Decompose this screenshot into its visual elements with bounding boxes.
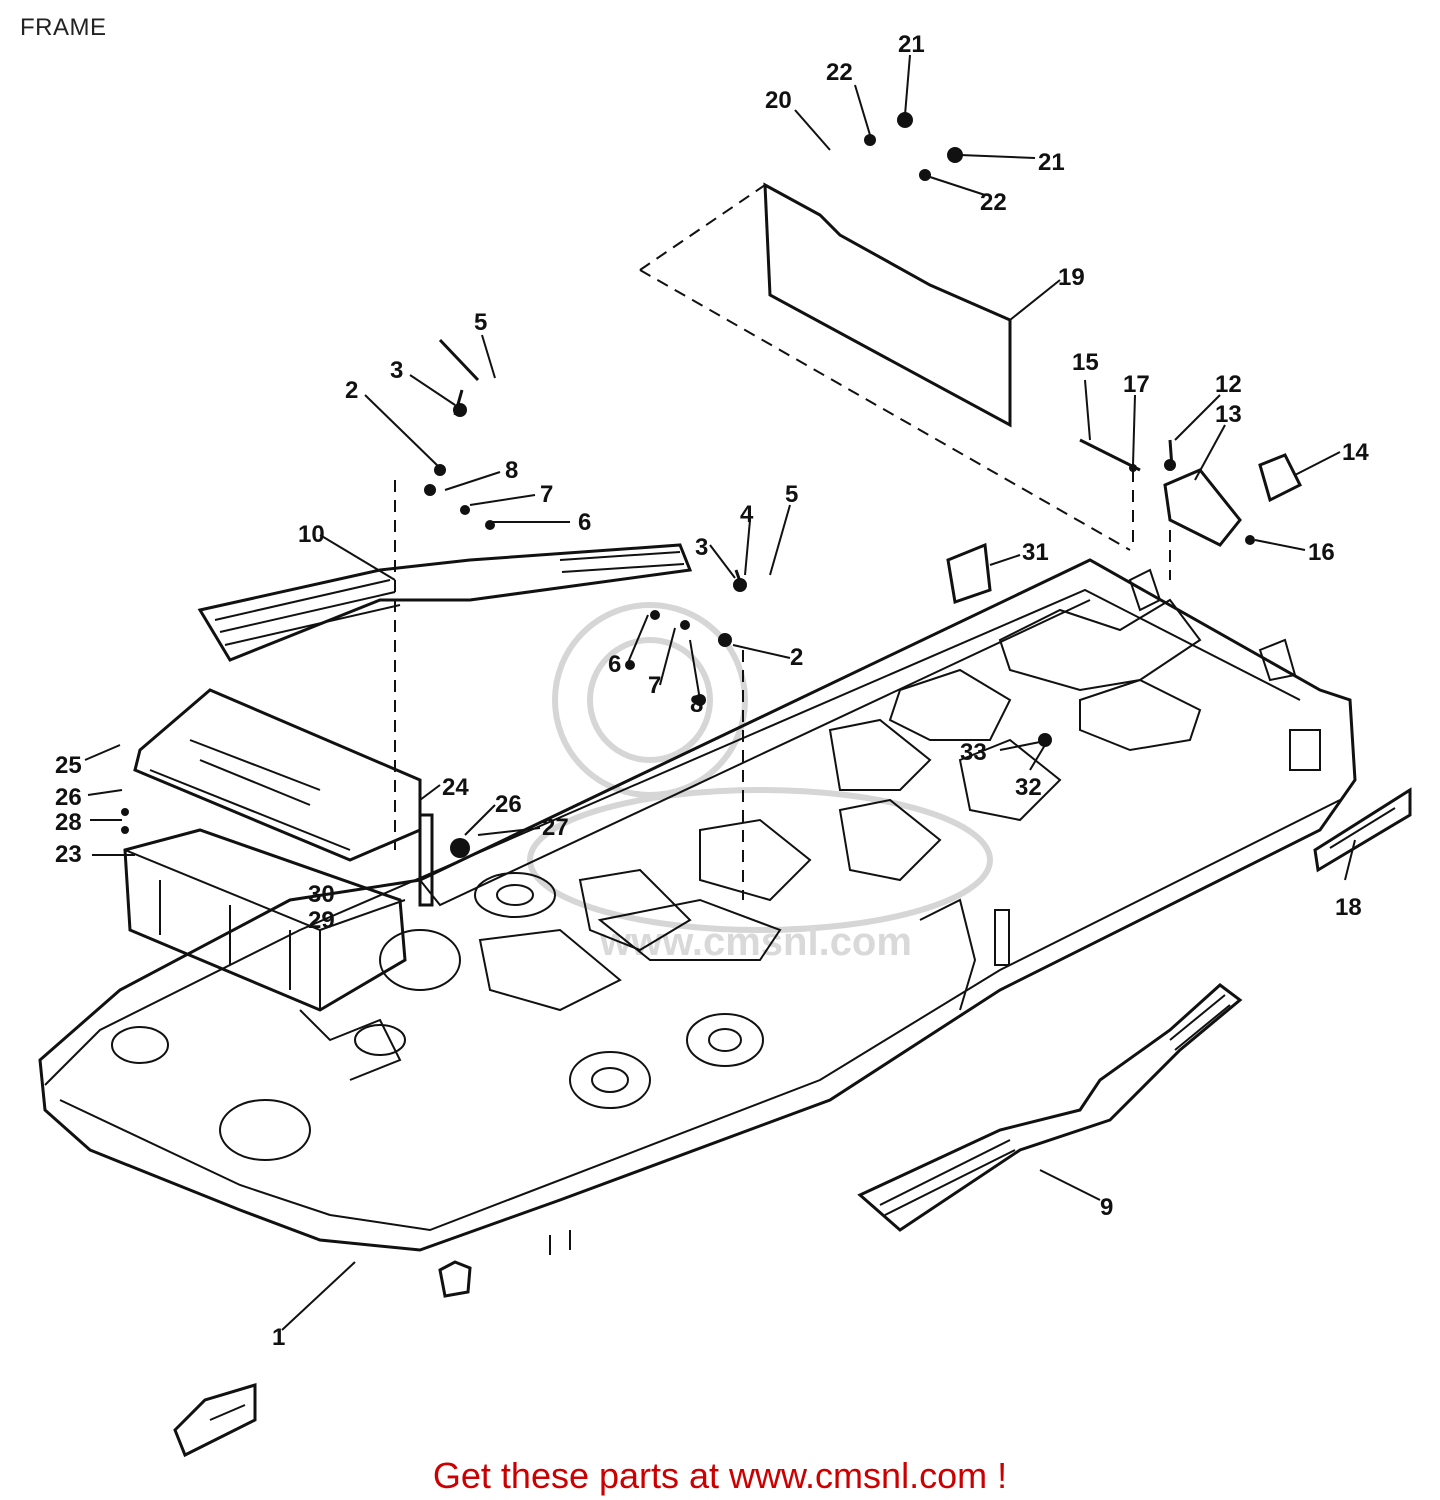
frame-body: [38, 558, 1357, 1298]
callout-6-lower: 6: [608, 651, 621, 678]
callout-8-upper: 8: [505, 457, 518, 484]
watermark-text: www.cmsnl.com: [599, 920, 912, 964]
callout-21-top: 21: [898, 31, 925, 58]
callout-32: 32: [1015, 774, 1042, 801]
callout-21-right: 21: [1038, 149, 1065, 176]
callout-19: 19: [1058, 264, 1085, 291]
assembly-lines: [394, 470, 1134, 900]
callout-6-upper: 6: [578, 509, 591, 536]
callout-7-lower: 7: [648, 672, 661, 699]
step-plate-10: [197, 543, 693, 662]
callout-13: 13: [1215, 401, 1242, 428]
hinge-bracket: [1079, 438, 1303, 580]
watermark-logo: www.cmsnl.com: [527, 602, 993, 964]
callout-22-top: 22: [826, 59, 853, 86]
leader-lines: [84, 54, 1356, 1331]
callout-3-lower: 3: [695, 534, 708, 561]
fwd-arrow-icon: [173, 1382, 257, 1458]
callout-14: 14: [1342, 439, 1369, 466]
emblem-18: [1313, 787, 1412, 873]
callout-7-upper: 7: [540, 481, 553, 508]
battery-box: [123, 688, 434, 1081]
callout-10: 10: [298, 521, 325, 548]
cover-plate-19: [639, 182, 1131, 551]
step-plate-9: [857, 983, 1243, 1232]
callout-2-upper: 2: [345, 377, 358, 404]
callout-25: 25: [55, 752, 82, 779]
callout-27: 27: [542, 814, 569, 841]
callout-33: 33: [960, 739, 987, 766]
page-title: FRAME: [20, 14, 107, 41]
callout-22-right: 22: [980, 189, 1007, 216]
callout-5-upper: 5: [474, 309, 487, 336]
callout-24: 24: [442, 774, 469, 801]
callout-12: 12: [1215, 371, 1242, 398]
callout-labels: 1 2 2 3 3 4 5 5 6 6 7 7 8 8 9 10 12 13 1…: [55, 31, 1369, 1351]
callout-30: 30: [308, 881, 335, 908]
callout-16: 16: [1308, 539, 1335, 566]
callout-1: 1: [272, 1324, 285, 1351]
label-31: [946, 542, 992, 604]
callout-2-lower: 2: [790, 644, 803, 671]
callout-20: 20: [765, 87, 792, 114]
footer-link-text[interactable]: Get these parts at www.cmsnl.com !: [432, 1455, 1008, 1496]
callout-9: 9: [1100, 1194, 1113, 1221]
callout-31: 31: [1022, 539, 1049, 566]
callout-5-lower: 5: [785, 481, 798, 508]
callout-8-lower: 8: [690, 691, 703, 718]
callout-3-upper: 3: [390, 357, 403, 384]
callout-17: 17: [1123, 371, 1150, 398]
fasteners: [121, 112, 1255, 858]
callout-15: 15: [1072, 349, 1099, 376]
callout-23: 23: [55, 841, 82, 868]
callout-18: 18: [1335, 894, 1362, 921]
callout-29-box: 29: [308, 907, 335, 934]
callout-26-center: 26: [495, 791, 522, 818]
callout-26-left: 26: [55, 784, 82, 811]
callout-4: 4: [740, 501, 754, 528]
callout-28: 28: [55, 809, 82, 836]
